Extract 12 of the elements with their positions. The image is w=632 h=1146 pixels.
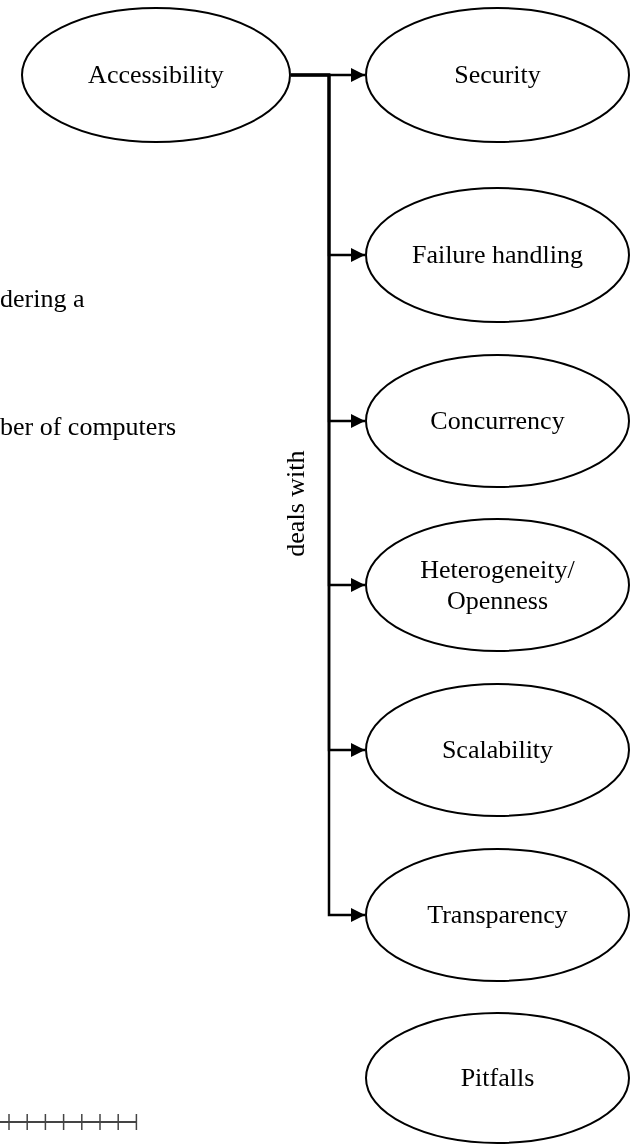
node-label: Concurrency [429, 405, 566, 437]
text-fragment: ber of computers [0, 411, 177, 443]
text-fragment: dering a [0, 283, 85, 315]
node-label: Scalability [440, 734, 555, 766]
arrow [291, 73, 365, 922]
node-label: Pitfalls [459, 1062, 536, 1094]
vertical-label: deals with [280, 450, 312, 557]
node-label: Transparency [426, 899, 569, 931]
node-label: Failure handling [410, 239, 585, 271]
node-label: Security [453, 59, 542, 91]
node-label: Heterogeneity/ Openness [419, 553, 576, 617]
node-label: Accessibility [87, 59, 225, 91]
